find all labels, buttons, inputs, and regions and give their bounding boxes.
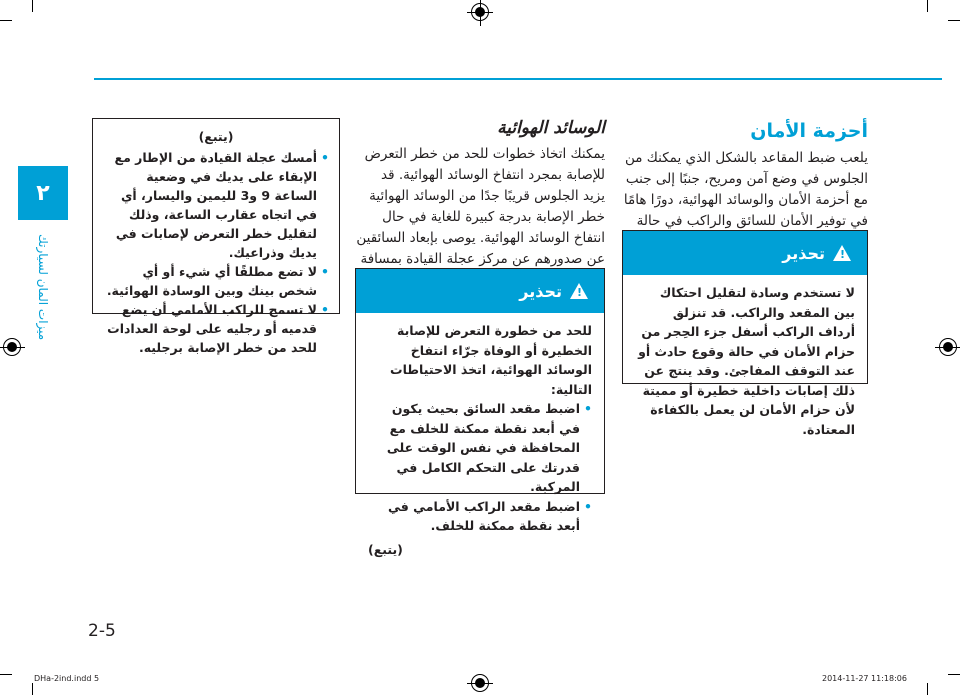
registration-line [480, 0, 481, 26]
warning-label: تحذير [782, 243, 825, 263]
warning-triangle-icon [570, 283, 588, 299]
warning-intro: للحد من خطورة التعرض للإصابة الخطيرة أو … [390, 323, 592, 397]
list-item: أمسك عجلة القيادة من الإطار مع الإبقاء ع… [103, 148, 329, 262]
section-airbags: الوسائد الهوائية يمكنك اتخاذ خطوات للحد … [355, 118, 605, 291]
header-rule [94, 78, 942, 80]
crop-mark [32, 683, 33, 695]
warning-header: تحذير [356, 269, 604, 313]
warning-list: اضبط مقعد السائق بحيث يكون في أبعد نقطة … [368, 399, 592, 536]
list-item: اضبط مقعد السائق بحيث يكون في أبعد نقطة … [368, 399, 592, 497]
warning-triangle-icon [833, 245, 851, 261]
list-item: لا تضع مطلقًا أي شيء أو أي شخص بينك وبين… [103, 262, 329, 300]
crop-mark [948, 20, 960, 21]
footer-filename: DHa-2ind.indd 5 [34, 674, 100, 683]
chapter-tab: ٢ [18, 166, 68, 220]
continued-warning-box: (يتبع) أمسك عجلة القيادة من الإطار مع ال… [92, 118, 340, 355]
page-number: 2-5 [88, 621, 116, 641]
registration-mark-icon [467, 674, 493, 692]
registration-mark-icon [0, 338, 25, 356]
list-item: لا تسمح للراكب الأمامي أن يضع قدميه أو ر… [103, 300, 329, 357]
list-item: اضبط مقعد الراكب الأمامي في أبعد نقطة مم… [368, 497, 592, 536]
warning-label: تحذير [519, 281, 562, 301]
warning-text: لا تستخدم وسادة لتقليل احتكاك بين المقعد… [638, 285, 855, 437]
chapter-number: ٢ [36, 180, 50, 206]
crop-mark [927, 683, 928, 695]
warning-header: تحذير [623, 231, 867, 275]
warning-list: أمسك عجلة القيادة من الإطار مع الإبقاء ع… [103, 148, 329, 357]
crop-mark [927, 0, 928, 12]
section-title: أحزمة الأمان [750, 120, 868, 142]
continued-label: (يتبع) [198, 129, 234, 144]
crop-mark [0, 674, 12, 675]
crop-mark [948, 674, 960, 675]
continued-label: (يتبع) [368, 541, 403, 557]
warning-box: تحذير لا تستخدم وسادة لتقليل احتكاك بين … [622, 230, 868, 437]
section-title: الوسائد الهوائية [497, 118, 605, 138]
crop-mark [0, 20, 12, 21]
registration-mark-icon [935, 338, 960, 356]
chapter-label: ميزات المان لسيارتك [36, 233, 50, 341]
warning-box: تحذير للحد من خطورة التعرض للإصابة الخطي… [355, 268, 605, 557]
warning-content: للحد من خطورة التعرض للإصابة الخطيرة أو … [356, 313, 604, 569]
footer-timestamp: 2014-11-27 11:18:06 [822, 674, 907, 683]
crop-mark [32, 0, 33, 12]
